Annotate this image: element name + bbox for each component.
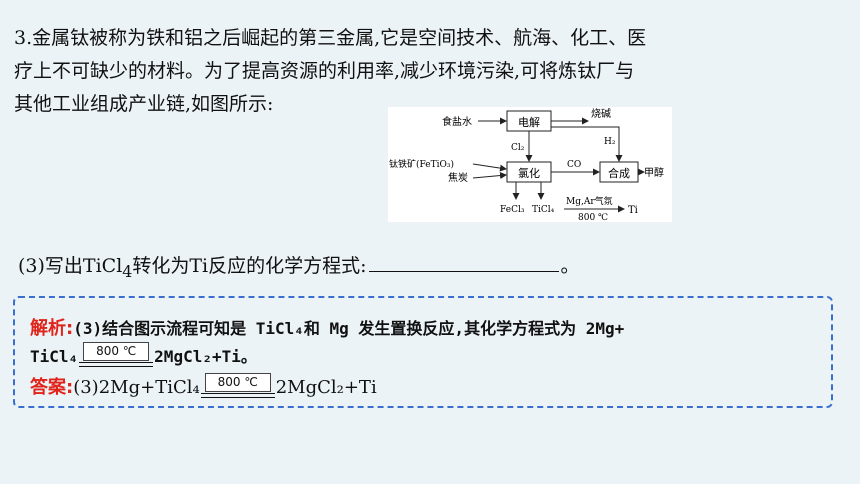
answer-label: 答案: [30, 377, 66, 398]
h2-label: H₂: [604, 137, 616, 147]
methanol-label: 甲醇: [644, 166, 664, 179]
answer-condition: 800 ℃: [200, 373, 275, 399]
question-line-2: 疗上不可缺少的材料。为了提高资源的利用率,减少环境污染,可将炼钛厂与: [14, 60, 635, 82]
part3-end: 。: [560, 255, 580, 277]
answer-blank: [368, 253, 559, 272]
flow-diagram-svg: 电解 氯化 合成 食盐水 烧碱 Cl₂ H₂ 钛铁矿(FeTiO₃) 焦炭 CO…: [389, 107, 664, 223]
analysis-line-1: 解析:(3)结合图示流程可知是 TiCl₄和 Mg 发生置换反应,其化学方程式为…: [30, 314, 624, 340]
electrolysis-label: 电解: [518, 115, 540, 129]
analysis-product: 2MgCl₂+Ti。: [154, 347, 257, 366]
question-line-3: 其他工业组成产业链,如图所示:: [14, 93, 274, 115]
analysis-text-1: (3)结合图示流程可知是 TiCl₄和 Mg 发生置换反应,其化学方程式为 2M…: [73, 319, 625, 338]
ilmenite-label: 钛铁矿(FeTiO₃): [389, 158, 454, 170]
analysis-colon: :: [66, 318, 74, 339]
cl2-label: Cl₂: [511, 143, 525, 153]
answer-product: 2MgCl₂+Ti: [275, 377, 377, 398]
part3-question: (3)写出TiCl4转化为Ti反应的化学方程式: 。: [18, 251, 580, 281]
part3-suffix: 转化为Ti反应的化学方程式:: [132, 255, 367, 277]
brine-label: 食盐水: [442, 115, 472, 128]
ticl4-label: TiCl₄: [532, 205, 555, 215]
analysis-label: 解析: [30, 318, 66, 339]
caustic-soda-label: 烧碱: [591, 107, 611, 120]
coke-label: 焦炭: [448, 171, 468, 184]
analysis-reactant: TiCl₄: [30, 347, 79, 366]
fecl3-label: FeCl₃: [500, 205, 525, 215]
chlorination-label: 氯化: [518, 166, 540, 180]
analysis-condition: 800 ℃: [79, 342, 154, 368]
question-line-1: 3.金属钛被称为铁和铝之后崛起的第三金属,它是空间技术、航海、化工、医: [14, 27, 647, 49]
answer-box: [13, 296, 833, 408]
question-text: 3.金属钛被称为铁和铝之后崛起的第三金属,它是空间技术、航海、化工、医 疗上不可…: [14, 22, 846, 121]
part3-subscript: 4: [122, 261, 133, 281]
answer-colon: :: [66, 377, 74, 398]
analysis-condition-tag: 800 ℃: [83, 342, 150, 361]
mg-ar-label: Mg,Ar气氛: [566, 195, 613, 207]
flow-diagram: 电解 氯化 合成 食盐水 烧碱 Cl₂ H₂ 钛铁矿(FeTiO₃) 焦炭 CO…: [388, 107, 672, 223]
answer-reactant: (3)2Mg+TiCl₄: [73, 377, 200, 398]
ti-label: Ti: [628, 205, 638, 216]
answer-condition-tag: 800 ℃: [204, 373, 271, 392]
part3-prefix: (3)写出TiCl: [18, 255, 123, 277]
synthesis-label: 合成: [608, 166, 630, 180]
co-label: CO: [567, 160, 581, 170]
temperature-label: 800 ℃: [578, 213, 608, 222]
